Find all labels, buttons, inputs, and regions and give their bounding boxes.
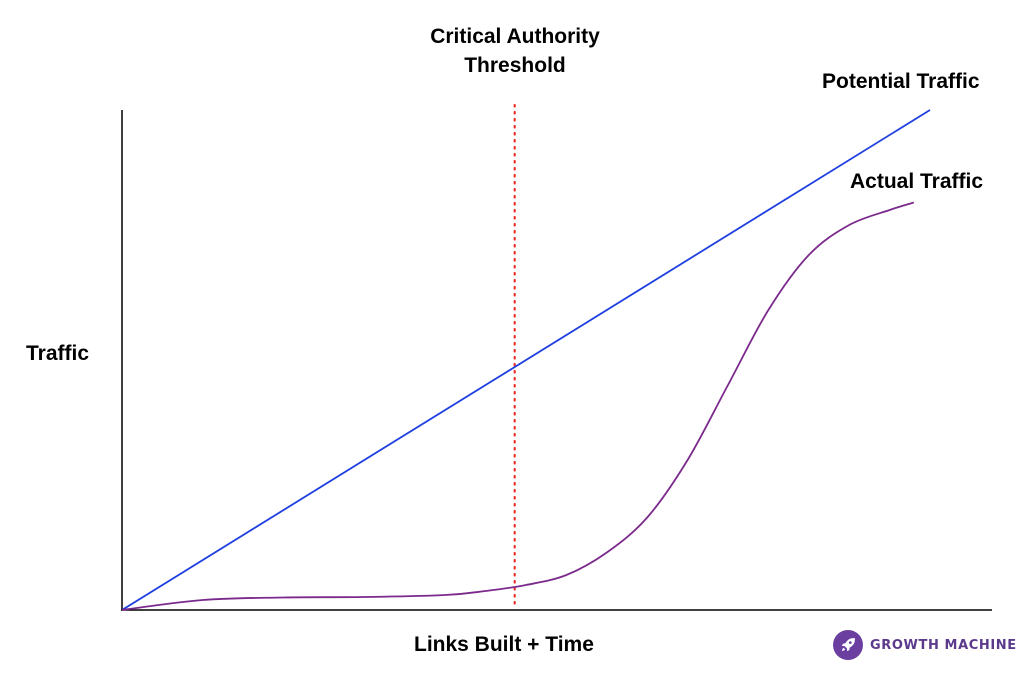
rocket-icon: [833, 630, 863, 660]
threshold-label-line-1: Critical Authority: [430, 25, 600, 48]
series-line-actual-traffic: [121, 201, 915, 611]
threshold-annotation-label: Critical Authority Threshold: [395, 22, 635, 80]
series-label-potential-traffic: Potential Traffic: [822, 70, 980, 93]
y-axis-label: Traffic: [26, 342, 90, 365]
series-label-actual-traffic: Actual Traffic: [850, 170, 984, 193]
threshold-label-line-2: Threshold: [464, 54, 566, 77]
x-axis-label: Links Built + Time: [414, 633, 594, 656]
series-line-potential-traffic: [121, 109, 931, 611]
logo-text: GROWTH MACHINE: [870, 637, 1017, 653]
growth-machine-logo: GROWTH MACHINE: [833, 629, 1017, 661]
